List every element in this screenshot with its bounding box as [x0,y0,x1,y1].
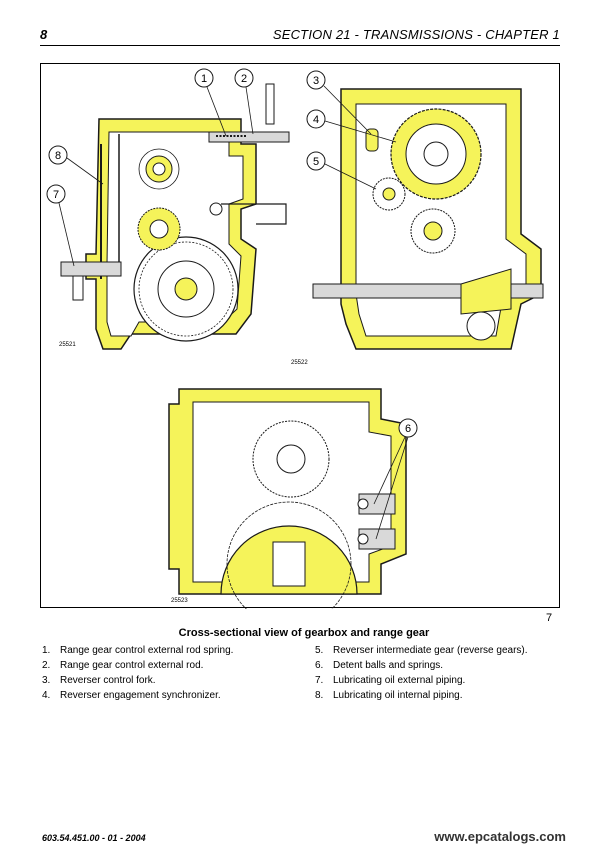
legend-item: 1.Range gear control external rod spring… [42,645,234,656]
left-cross-section: 25521 [59,83,290,350]
svg-text:8: 8 [55,150,61,162]
svg-text:6: 6 [405,423,411,435]
callout-7: 7 [46,184,75,267]
legend-right: 5.Reverser intermediate gear (reverse ge… [315,643,528,703]
legend-item: 5.Reverser intermediate gear (reverse ge… [315,645,528,656]
svg-text:3: 3 [313,75,319,87]
svg-text:2: 2 [241,73,247,85]
svg-text:1: 1 [201,73,207,85]
figure-number: 7 [546,612,553,624]
svg-text:7: 7 [53,189,59,201]
legend-item: 4.Reverser engagement synchronizer. [42,690,221,701]
callout-8: 8 [48,145,104,185]
svg-text:4: 4 [313,114,319,126]
legend-left: 1.Range gear control external rod spring… [42,643,233,703]
page-header: 8 SECTION 21 - TRANSMISSIONS - CHAPTER 1 [40,27,560,45]
header-rule [40,45,560,46]
document-code: 603.54.451.00 - 01 - 2004 [42,833,146,843]
bottom-cross-section: 25523 [168,388,407,609]
external-oil-pipe-fitting [60,261,122,277]
callout-5: 5 [306,151,377,190]
drawing-code-1: 25521 [59,342,76,348]
drawing-code-3: 25523 [171,598,188,604]
right-cross-section: 25522 [291,88,544,366]
gearbox-drawing: 25521 25522 [46,68,544,609]
legend-item: 2.Range gear control external rod. [42,660,204,671]
callout-3: 3 [306,70,372,135]
svg-text:5: 5 [313,156,319,168]
legend-item: 7.Lubricating oil external piping. [315,675,466,686]
reverser-fork [365,128,379,152]
website-link[interactable]: www.epcatalogs.com [434,829,566,844]
callout-6: 6 [373,418,418,540]
page-number: 8 [40,27,48,42]
caption-title: Cross-sectional view of gearbox and rang… [178,627,430,639]
legend-item: 8.Lubricating oil internal piping. [315,690,463,701]
callout-4: 4 [306,109,397,143]
callouts: 1 2 3 4 5 [46,68,418,540]
section-title: SECTION 21 - TRANSMISSIONS - CHAPTER 1 [272,27,560,42]
range-control-rod [208,131,290,143]
gearbox-figure: 25521 25522 [40,63,560,609]
drawing-code-2: 25522 [291,360,308,366]
callout-2: 2 [234,68,254,135]
legend-item: 6.Detent balls and springs. [315,660,444,671]
legend-item: 3.Reverser control fork. [42,675,156,686]
callout-1: 1 [194,68,227,137]
